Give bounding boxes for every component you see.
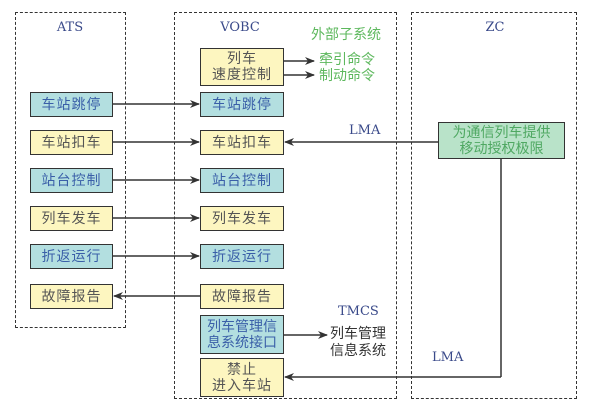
vobc-no-entry-line2: 进入车站	[212, 377, 272, 394]
vobc-tmcs-interface-line2: 息系统接口	[207, 334, 277, 351]
vobc-depart-label: 列车发车	[212, 210, 272, 227]
ats-turnback-label: 折返运行	[41, 248, 102, 265]
zc-box-line2: 移动授权极限	[459, 140, 544, 157]
zc-box-line1: 为通信列车提供	[452, 124, 551, 141]
vobc-fault-report[interactable]: 故障报告	[200, 284, 284, 309]
vobc-turnback[interactable]: 折返运行	[200, 244, 284, 269]
tmcs-title: TMCS	[338, 304, 379, 319]
ats-panel	[15, 12, 126, 328]
vobc-turnback-label: 折返运行	[212, 248, 272, 265]
vobc-tmcs-interface-line1: 列车管理信	[207, 318, 277, 335]
vobc-speed-control-line2: 速度控制	[212, 67, 272, 83]
lma-label-bottom: LMA	[432, 350, 464, 365]
vobc-platform-control-label: 站台控制	[212, 172, 272, 189]
external-subsystem-title: 外部子系统	[311, 27, 381, 43]
vobc-title: VOBC	[220, 20, 260, 35]
ats-turnback[interactable]: 折返运行	[30, 244, 113, 269]
vobc-panel	[174, 12, 397, 399]
ats-skip-stop[interactable]: 车站跳停	[30, 92, 113, 117]
vobc-hold-train[interactable]: 车站扣车	[200, 130, 284, 155]
ats-depart-label: 列车发车	[41, 210, 102, 227]
ats-title: ATS	[56, 20, 84, 35]
vobc-hold-train-label: 车站扣车	[212, 134, 272, 151]
ats-skip-stop-label: 车站跳停	[41, 96, 102, 113]
zc-panel	[411, 12, 577, 399]
vobc-depart[interactable]: 列车发车	[200, 206, 284, 231]
vobc-skip-stop[interactable]: 车站跳停	[200, 92, 284, 117]
vobc-tmcs-interface[interactable]: 列车管理信 息系统接口	[200, 315, 284, 354]
ats-platform-control-label: 站台控制	[41, 172, 102, 189]
ats-hold-train-label: 车站扣车	[41, 134, 102, 151]
traction-command: 牵引命令	[319, 52, 375, 68]
ats-platform-control[interactable]: 站台控制	[30, 168, 113, 193]
ats-hold-train[interactable]: 车站扣车	[30, 130, 113, 155]
vobc-platform-control[interactable]: 站台控制	[200, 168, 284, 193]
ats-depart[interactable]: 列车发车	[30, 206, 113, 231]
braking-command: 制动命令	[319, 68, 375, 84]
zc-title: ZC	[485, 20, 505, 35]
ats-fault-report-label: 故障报告	[41, 288, 102, 305]
vobc-speed-control-line1: 列车	[227, 51, 257, 67]
lma-label-top: LMA	[349, 123, 381, 138]
vobc-no-entry-line1: 禁止	[227, 361, 257, 378]
tmcs-line2: 信息系统	[330, 343, 386, 359]
tmcs-line1: 列车管理	[330, 326, 386, 342]
ats-fault-report[interactable]: 故障报告	[30, 284, 113, 309]
vobc-no-entry[interactable]: 禁止 进入车站	[200, 358, 284, 397]
vobc-speed-control[interactable]: 列车 速度控制	[200, 48, 284, 86]
vobc-skip-stop-label: 车站跳停	[212, 96, 272, 113]
vobc-fault-report-label: 故障报告	[212, 288, 272, 305]
zc-movement-authority[interactable]: 为通信列车提供 移动授权极限	[438, 122, 565, 159]
